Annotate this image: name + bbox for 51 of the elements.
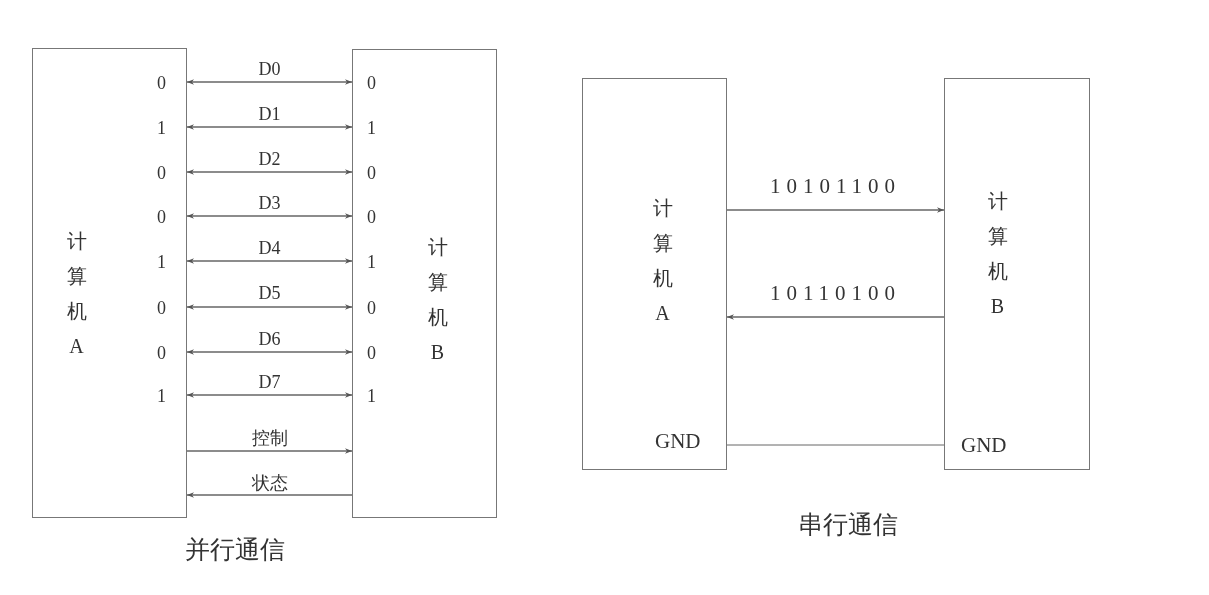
computer-box — [32, 48, 187, 518]
bit-value: 0 — [367, 74, 376, 92]
arrow — [186, 169, 353, 175]
bit-value: 0 — [157, 74, 166, 92]
pin-label: GND — [961, 435, 1007, 456]
bit-value: 0 — [367, 164, 376, 182]
arrow — [726, 314, 945, 320]
arrow — [186, 392, 353, 398]
edge-label: D2 — [256, 150, 283, 168]
edge-label: D0 — [256, 60, 283, 78]
arrow — [186, 79, 353, 85]
computer-name: 计算机B — [427, 235, 448, 365]
bit-value: 1 — [157, 253, 166, 271]
edge-label: D5 — [256, 284, 283, 302]
arrow — [186, 304, 353, 310]
bit-value: 1 — [367, 253, 376, 271]
arrow — [726, 207, 945, 213]
bit-value: 0 — [157, 299, 166, 317]
edge-label: D7 — [256, 373, 283, 391]
bit-value: 1 — [367, 119, 376, 137]
arrow — [186, 258, 353, 264]
computer-name: 计算机A — [66, 229, 87, 359]
diagram-caption: 并行通信 — [185, 537, 285, 562]
arrow — [186, 349, 353, 355]
bit-value: 1 — [367, 387, 376, 405]
edge-label: D4 — [256, 239, 283, 257]
bit-value: 0 — [157, 208, 166, 226]
computer-box — [352, 49, 497, 518]
arrow — [186, 448, 353, 454]
edge-label: D3 — [256, 194, 283, 212]
bit-value: 0 — [157, 164, 166, 182]
edge-label: 控制 — [249, 429, 290, 447]
edge-label: D1 — [256, 105, 283, 123]
bit-value: 0 — [157, 344, 166, 362]
bit-value: 1 — [157, 119, 166, 137]
bit-value: 1 — [157, 387, 166, 405]
edge-label: 状态 — [249, 474, 290, 492]
computer-name: 计算机A — [652, 196, 673, 326]
pin-label: GND — [655, 431, 701, 452]
connector-line — [726, 444, 945, 446]
bit-value: 0 — [367, 344, 376, 362]
arrow — [186, 213, 353, 219]
computer-box — [582, 78, 727, 470]
diagram-caption: 串行通信 — [798, 512, 898, 537]
arrow — [186, 124, 353, 130]
bit-value: 0 — [367, 299, 376, 317]
arrow — [186, 492, 353, 498]
edge-label: D6 — [256, 330, 283, 348]
computer-box — [944, 78, 1090, 470]
computer-name: 计算机B — [987, 189, 1008, 319]
bit-value: 0 — [367, 208, 376, 226]
